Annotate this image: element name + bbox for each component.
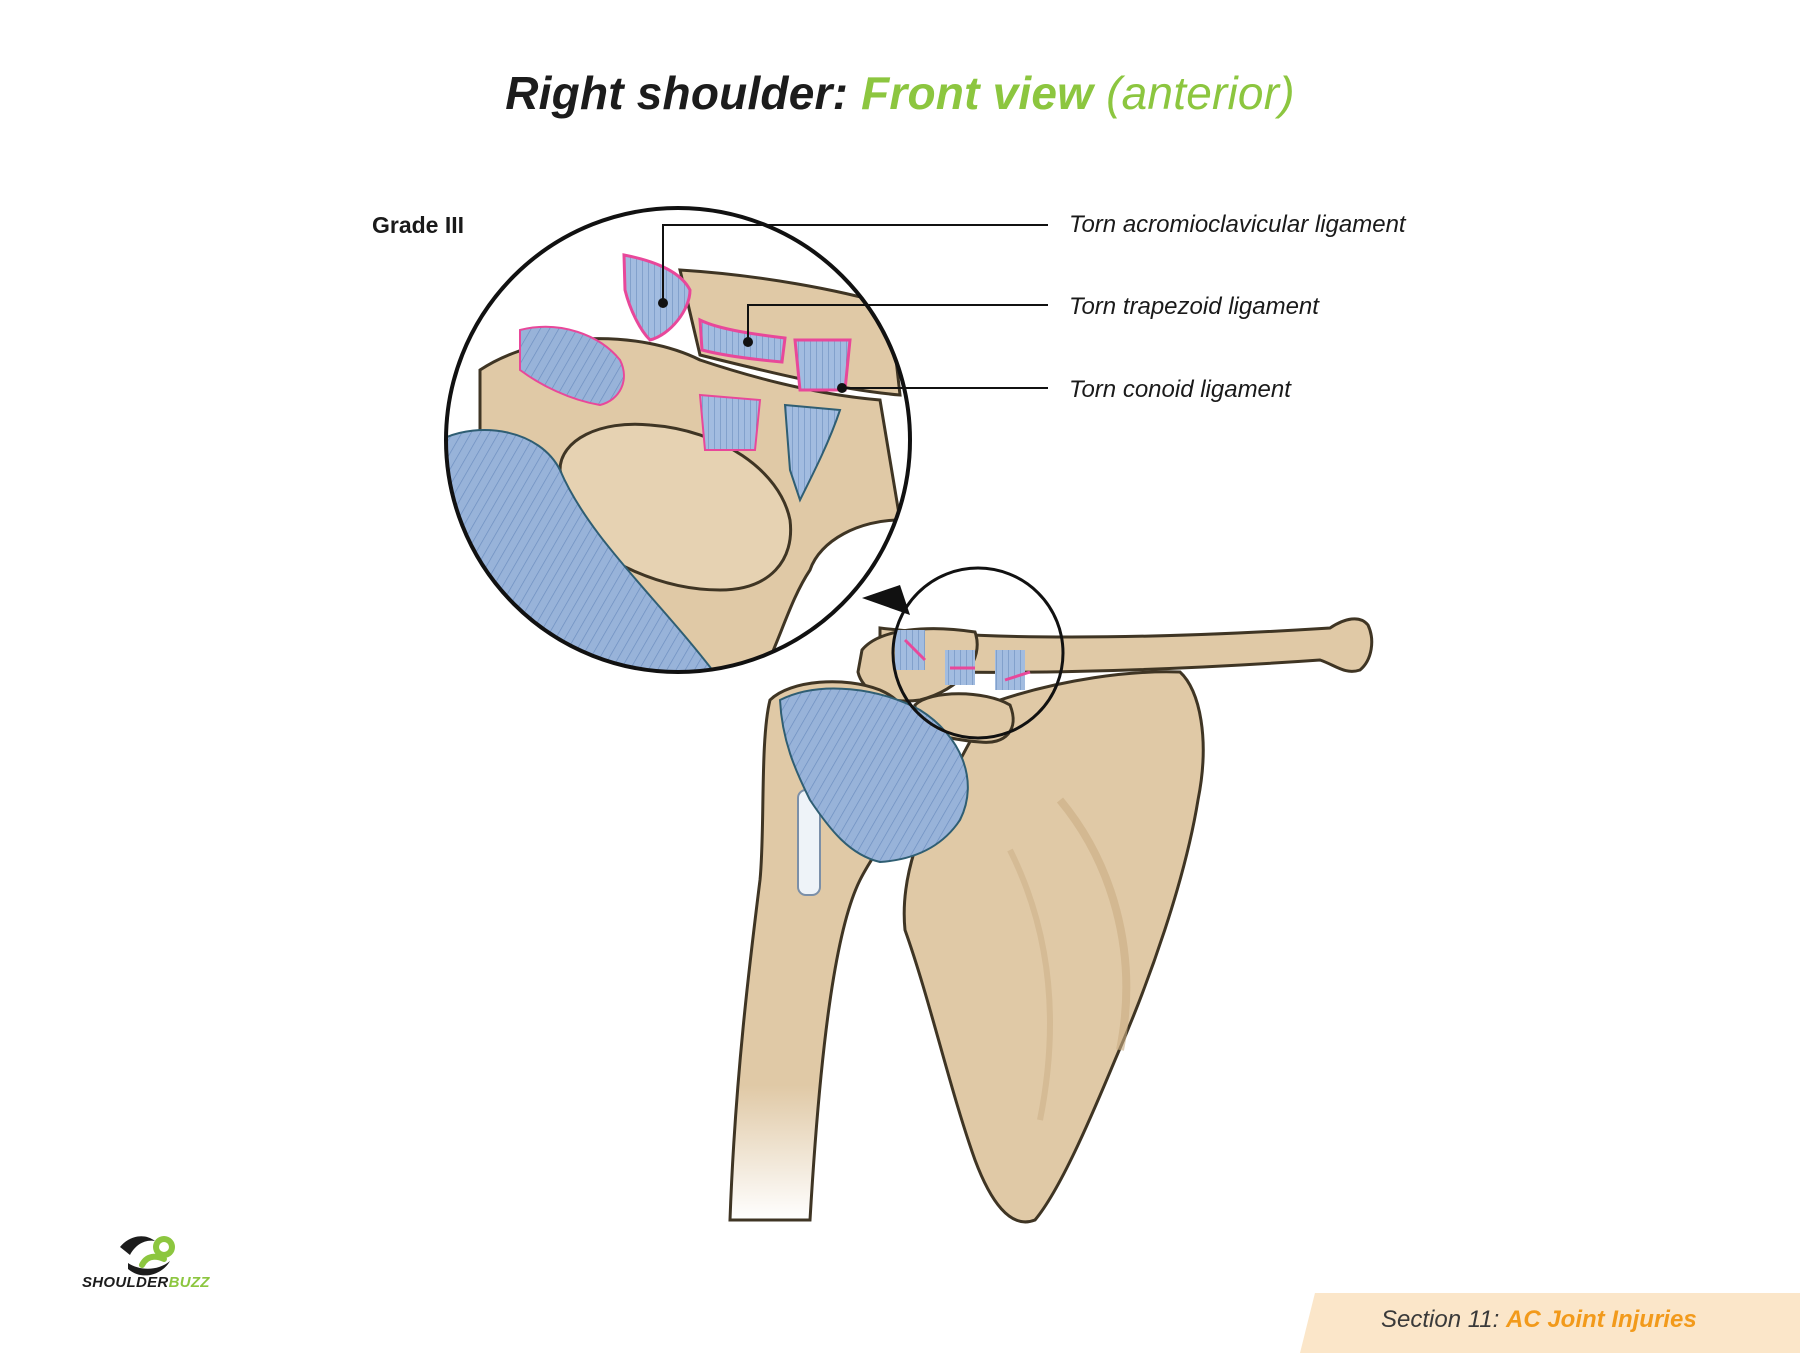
title-part-front-view: Front view	[861, 67, 1094, 119]
shoulderbuzz-logo-icon	[120, 1236, 175, 1276]
zoom-pointer	[862, 585, 910, 615]
grade-label: Grade III	[372, 212, 465, 238]
logo-word-buzz: BUZZ	[168, 1274, 210, 1291]
rotator-cuff	[778, 687, 969, 864]
page-title: Right shoulder: Front view (anterior)	[0, 66, 1800, 120]
conoid-ligament-torn	[793, 338, 852, 392]
logo-word-shoulder: SHOULDER	[82, 1274, 169, 1291]
footer-section-number: Section 11:	[1381, 1306, 1500, 1333]
callout-leaders	[662, 224, 1048, 389]
title-part-right-shoulder: Right shoulder	[505, 67, 833, 119]
zoom-source-circle	[891, 566, 1065, 740]
callout-ac-ligament: Torn acromioclavicular ligament	[1069, 211, 1406, 238]
title-separator: :	[832, 67, 862, 119]
footer-section-label: Section 11: AC Joint Injuries	[1381, 1306, 1697, 1334]
callout-conoid-ligament: Torn conoid ligament	[1069, 376, 1291, 403]
scapula	[902, 670, 1205, 1224]
title-part-anterior: (anterior)	[1106, 67, 1295, 119]
callout-trapezoid-ligament: Torn trapezoid ligament	[1069, 293, 1319, 320]
logo-wordmark: SHOULDERBUZZ	[82, 1274, 210, 1291]
zoom-inset-circle	[444, 206, 912, 674]
footer-section-topic: AC Joint Injuries	[1505, 1306, 1697, 1333]
trapezoid-ligament-torn	[698, 317, 787, 364]
